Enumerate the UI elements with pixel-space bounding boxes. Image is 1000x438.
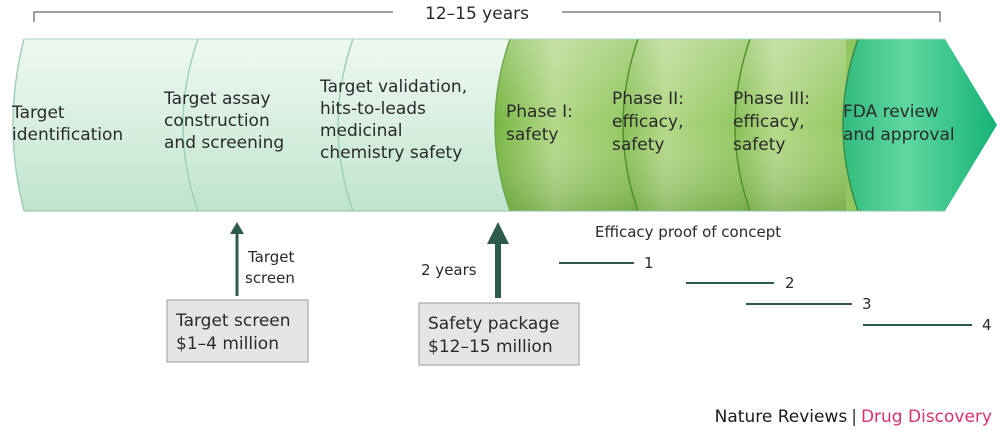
timeline-label: 12–15 years (425, 4, 529, 24)
stage-target-validation-label: Target validation, hits-to-leads medicin… (319, 77, 473, 163)
safety-arrow-label: 2 years (421, 261, 477, 279)
target-screen-group: Target screen Target screen $1–4 million (166, 222, 309, 363)
efficacy-marker-1: 1 (644, 254, 654, 272)
stage-phase2-label: Phase II: efficacy, safety (612, 89, 689, 155)
stage-target-validation-shape (310, 39, 510, 211)
target-screen-box-label: Target screen $1–4 million (175, 311, 296, 354)
stage-fda-review-shape (815, 39, 997, 211)
arrow-up-icon (487, 222, 509, 244)
stage-phase3-label: Phase III: efficacy, safety (733, 89, 815, 155)
stage-target-assay-label: Target assay construction and screening (163, 89, 284, 153)
footer-credit: Nature Reviews|Drug Discovery (715, 407, 992, 427)
stage-target-identification-label: Target identification (11, 103, 123, 145)
efficacy-group: Efficacy proof of concept 1 2 3 4 (559, 223, 992, 334)
efficacy-marker-4: 4 (982, 316, 992, 334)
stage-fda-review-label: FDA review and approval (843, 102, 955, 145)
target-screen-box (166, 299, 309, 363)
safety-package-group: 2 years Safety package $12–15 million (418, 222, 580, 366)
footer-brand-primary: Nature Reviews (714, 407, 848, 427)
efficacy-title: Efficacy proof of concept (595, 223, 781, 241)
stage-phase1-label: Phase I: safety (506, 102, 578, 145)
footer-brand-secondary: Drug Discovery (860, 407, 992, 427)
footer-separator: | (851, 407, 857, 427)
stage-target-identification-shape (13, 39, 198, 211)
timeline-bracket: 12–15 years (33, 4, 941, 24)
safety-package-box (418, 302, 580, 366)
pipeline-band: Target identification Target assay const… (11, 38, 997, 212)
safety-package-box-label: Safety package $12–15 million (428, 314, 565, 357)
stage-target-assay-shape (155, 39, 353, 211)
arrow-up-icon (230, 222, 244, 234)
efficacy-marker-3: 3 (862, 295, 872, 313)
target-screen-arrow-label: Target screen (245, 248, 299, 287)
efficacy-marker-2: 2 (785, 274, 795, 292)
